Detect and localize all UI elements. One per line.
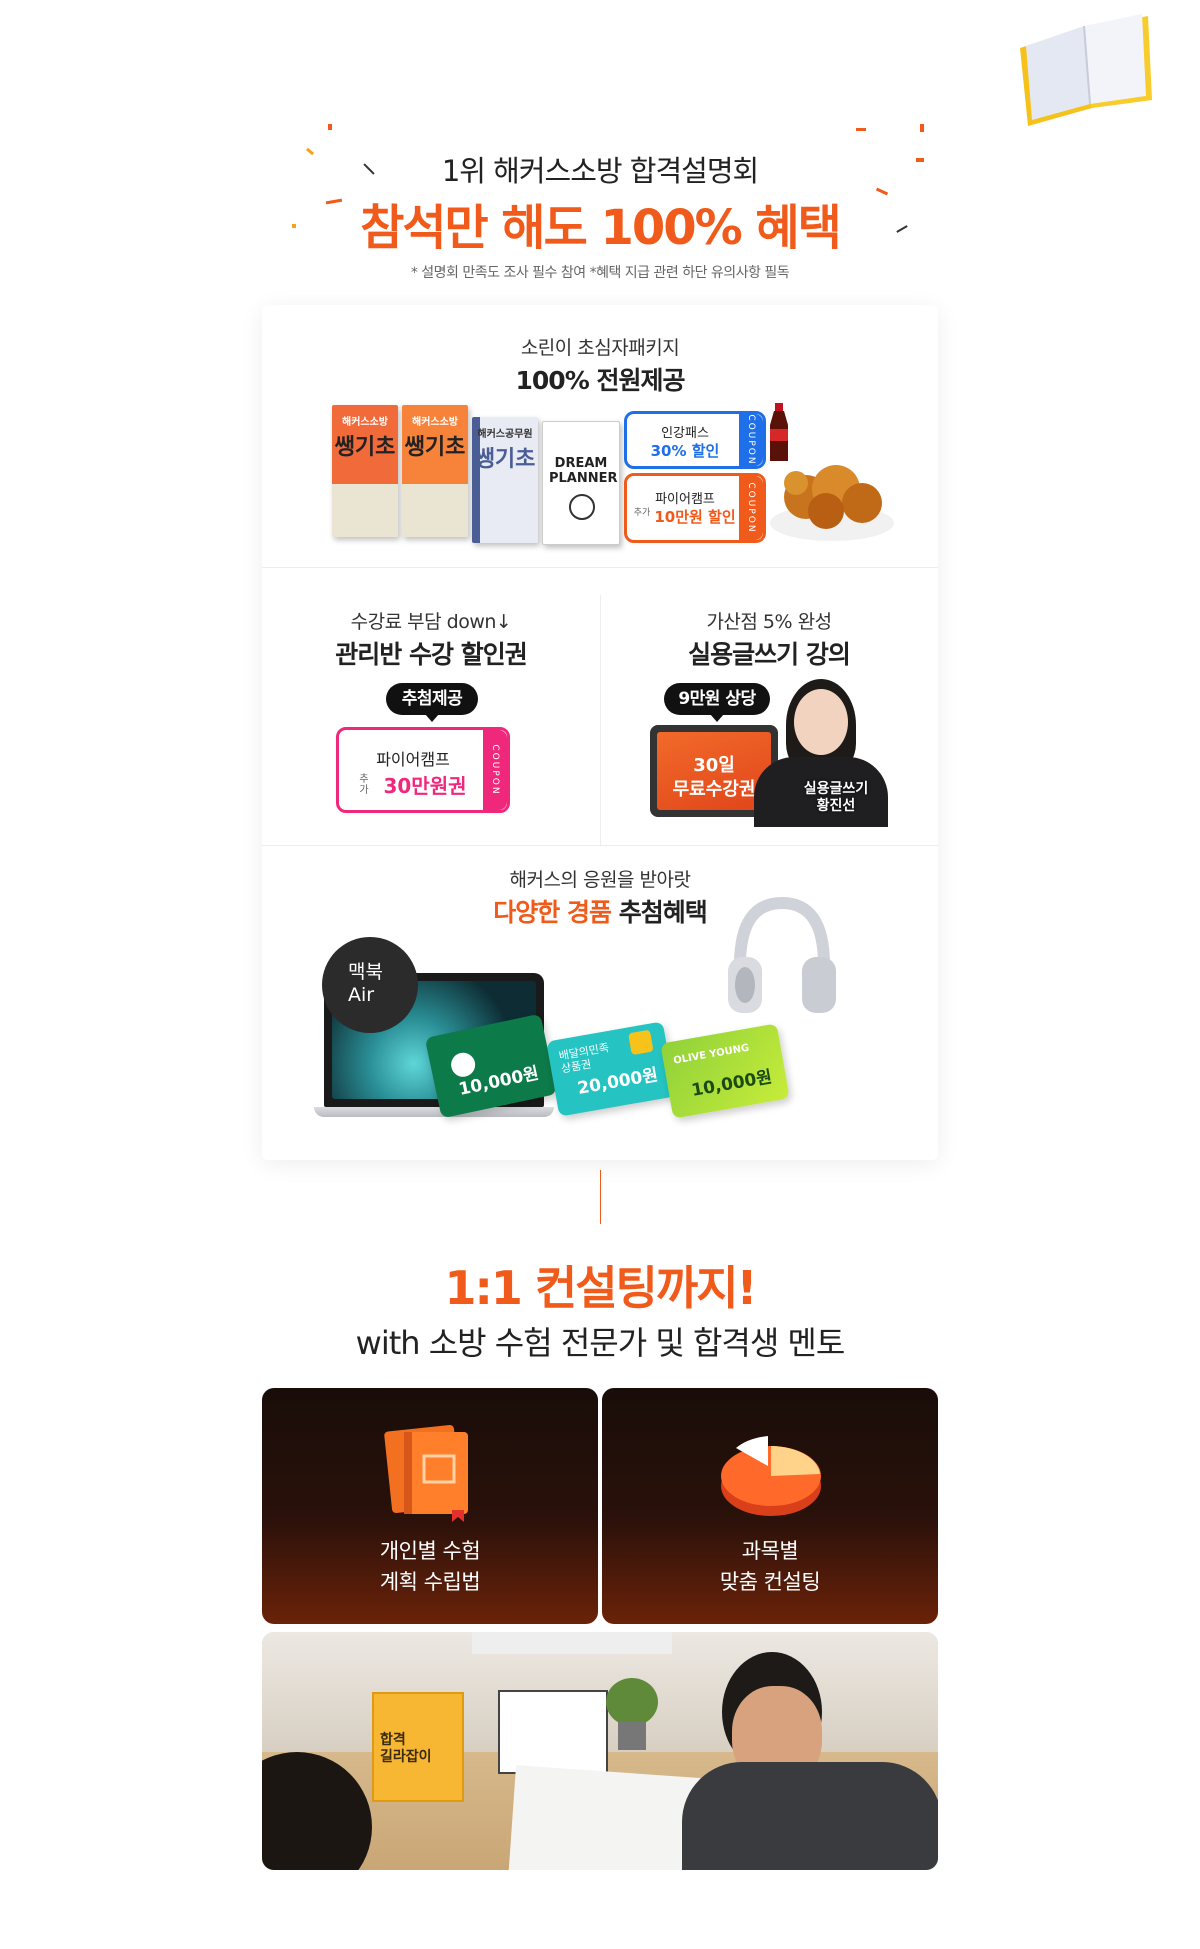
coupon-value: 10만원 할인 bbox=[654, 508, 736, 526]
book-cover: 해커스소방 쌩기초 bbox=[402, 405, 468, 537]
planner-book-icon bbox=[378, 1420, 484, 1522]
hero-note: * 설명회 만족도 조사 필수 참여 *혜택 지급 관련 하단 유의사항 필독 bbox=[410, 265, 790, 281]
cola-bottle-icon bbox=[766, 403, 792, 463]
coupon-lecture-pass: COUPON 인강패스 30% 할인 bbox=[624, 411, 766, 469]
lottery-badge: 추첨제공 bbox=[386, 683, 478, 722]
coupon-side-strip: COUPON bbox=[483, 730, 507, 810]
consulting-title: 1:1 컨설팅까지! bbox=[444, 1261, 757, 1315]
confetti-piece bbox=[920, 124, 924, 132]
coupon-name: 인강패스 bbox=[661, 426, 709, 441]
plant bbox=[602, 1672, 662, 1752]
planner-title: DREAM PLANNER bbox=[549, 456, 618, 486]
hero-title: 참석만 해도 100% 혜택 bbox=[360, 200, 842, 256]
headphones-image bbox=[722, 895, 840, 1025]
book-title: 쌩기초 bbox=[404, 435, 466, 460]
book-cover: 해커스공무원 쌩기초 bbox=[472, 417, 538, 543]
book-label: 해커스공무원 bbox=[477, 429, 533, 440]
olive-young-gift-card: OLIVE YOUNG 10,000원 bbox=[660, 1023, 790, 1119]
benefits-card: 소린이 초심자패키지 100% 전원제공 해커스소방 쌩기초 해커스소방 쌩기초… bbox=[262, 305, 938, 1160]
discount-title: 관리반 수강 할인권 bbox=[335, 640, 527, 669]
fried-chicken-image bbox=[766, 445, 896, 545]
gift-box-icon bbox=[628, 1029, 654, 1056]
book-title: 쌩기초 bbox=[474, 447, 536, 472]
lecture-title: 실용글쓰기 강의 bbox=[688, 640, 851, 669]
planner: DREAM PLANNER bbox=[542, 421, 620, 545]
tablet-text-days: 30일 bbox=[693, 755, 735, 776]
confetti-piece bbox=[856, 128, 866, 131]
gift-amount: 10,000원 bbox=[689, 1067, 774, 1101]
coupon-name: 파이어캠프 bbox=[376, 750, 450, 769]
hero-subtitle: 1위 해커스소방 합격설명회 bbox=[441, 154, 759, 188]
discount-subtitle: 수강료 부담 down↓ bbox=[350, 611, 512, 633]
coupon-fire-camp: COUPON 파이어캠프 추가 10만원 할인 bbox=[624, 473, 766, 543]
confetti-piece bbox=[292, 224, 296, 228]
prizes-title: 다양한 경품 추첨혜택 bbox=[493, 898, 707, 927]
coupon-side-strip: COUPON bbox=[739, 414, 763, 466]
confetti-piece bbox=[328, 124, 332, 130]
package-subtitle: 소린이 초심자패키지 bbox=[520, 337, 680, 359]
prizes-subtitle: 해커스의 응원을 받아랏 bbox=[509, 869, 691, 891]
consulting-subtitle: with 소방 수험 전문가 및 합격생 멘토 bbox=[355, 1324, 846, 1362]
macbook-base bbox=[314, 1107, 554, 1117]
package-title: 100% 전원제공 bbox=[515, 366, 686, 395]
open-book-illustration bbox=[1010, 8, 1160, 128]
value-badge: 9만원 상당 bbox=[664, 683, 770, 722]
book-label: 해커스소방 bbox=[412, 417, 458, 428]
desk-calendar bbox=[498, 1690, 608, 1774]
lecture-subtitle: 가산점 5% 완성 bbox=[706, 611, 832, 633]
book-label: 해커스소방 bbox=[342, 417, 388, 428]
section-divider bbox=[600, 595, 601, 845]
coupon-value: 30% 할인 bbox=[650, 442, 720, 460]
mentor-shirt bbox=[682, 1762, 938, 1870]
confetti-piece bbox=[916, 158, 924, 162]
coupon-side-label: COUPON bbox=[746, 482, 756, 534]
book-cover: 해커스소방 쌩기초 bbox=[332, 405, 398, 537]
coupon-side-label: COUPON bbox=[746, 414, 756, 466]
tablet-screen: 30일 무료수강권 bbox=[657, 732, 771, 810]
coupon-prefix: 추가 bbox=[633, 508, 651, 518]
coupon-management-class: COUPON 파이어캠프 추가 30만원권 bbox=[336, 727, 510, 813]
planner-mascot bbox=[569, 494, 595, 520]
section-divider bbox=[262, 845, 938, 846]
tablet-text-free: 무료수강권 bbox=[672, 779, 756, 800]
coupon-side-label: COUPON bbox=[490, 744, 500, 796]
coupon-value: 30만원권 bbox=[383, 774, 467, 798]
pie-chart-icon bbox=[716, 1418, 826, 1522]
coupon-side-strip: COUPON bbox=[739, 476, 763, 540]
section-divider bbox=[262, 567, 938, 568]
coupon-prefix: 추가 bbox=[359, 774, 369, 796]
connector-line bbox=[600, 1170, 601, 1224]
coupon-name: 파이어캠프 bbox=[655, 492, 715, 507]
photo-shelf bbox=[472, 1632, 672, 1654]
book-title: 쌩기초 bbox=[334, 435, 396, 460]
gift-name: OLIVE YOUNG bbox=[672, 1042, 751, 1067]
